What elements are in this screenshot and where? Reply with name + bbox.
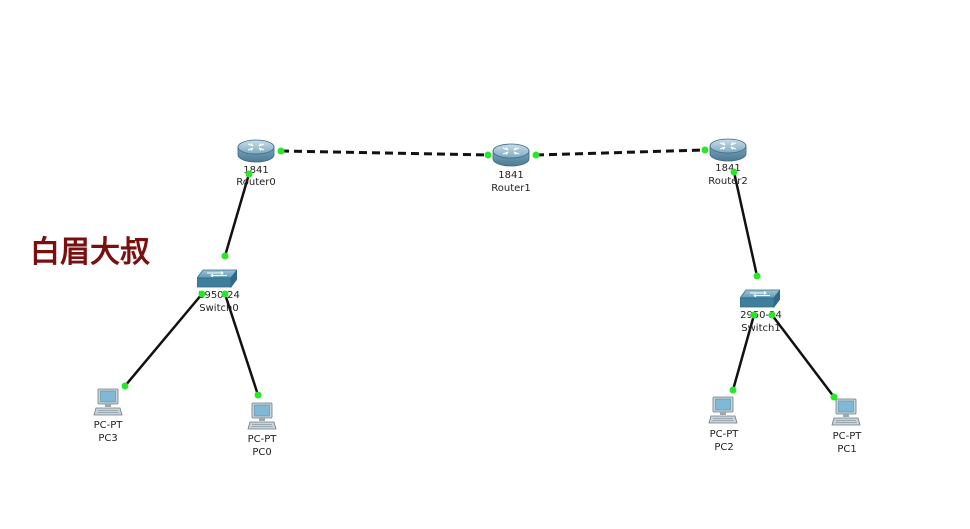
device-model: PC-PT <box>248 434 278 445</box>
watermark-text: 白眉大叔 <box>30 235 150 270</box>
device-switch0[interactable]: 2950-24 Switch0 <box>197 269 240 314</box>
device-router1[interactable]: 1841 Router1 <box>491 143 531 194</box>
device-name: PC3 <box>98 433 117 444</box>
switch-icon <box>740 289 780 308</box>
device-model: 1841 <box>498 170 523 181</box>
port-light <box>254 391 262 399</box>
link-switch1-pc2[interactable] <box>731 314 756 391</box>
pc-icon <box>708 396 738 424</box>
device-model: 2950-24 <box>198 290 240 301</box>
device-model: PC-PT <box>833 431 863 442</box>
device-pc1[interactable]: PC-PT PC1 <box>831 398 863 455</box>
device-name: Router0 <box>236 177 276 188</box>
link-switch1-pc1[interactable] <box>771 314 835 398</box>
switch-icon <box>197 269 237 288</box>
router-icon <box>492 143 530 167</box>
router-icon <box>709 138 747 162</box>
port-light <box>729 386 737 394</box>
port-light <box>221 252 229 260</box>
device-router0[interactable]: 1841 Router0 <box>236 139 276 188</box>
router-icon <box>237 139 275 163</box>
device-name: PC0 <box>252 447 271 458</box>
link-router0-router1[interactable] <box>280 149 489 157</box>
device-name: Router1 <box>491 183 531 194</box>
link-router2-switch1[interactable] <box>732 171 759 277</box>
device-model: 1841 <box>243 165 268 176</box>
port-light <box>753 272 761 280</box>
port-lights <box>121 146 838 401</box>
device-pc0[interactable]: PC-PT PC0 <box>247 402 278 458</box>
port-light <box>701 146 709 154</box>
device-model: 1841 <box>715 163 740 174</box>
links-layer <box>124 148 835 398</box>
port-light <box>121 382 129 390</box>
device-name: Router2 <box>708 176 748 187</box>
pc-icon <box>831 398 861 426</box>
link-switch0-pc3[interactable] <box>124 293 203 387</box>
port-light <box>484 151 492 159</box>
pc-icon <box>247 402 277 430</box>
port-light <box>830 393 838 401</box>
link-router0-switch0[interactable] <box>223 173 251 257</box>
device-name: PC1 <box>837 444 856 455</box>
port-light <box>768 311 776 319</box>
port-light <box>750 311 758 319</box>
pc-icon <box>93 388 123 416</box>
device-model: 2950-24 <box>740 310 782 321</box>
link-router1-router2[interactable] <box>535 148 706 157</box>
port-light <box>532 151 540 159</box>
link-switch0-pc0[interactable] <box>223 293 260 396</box>
device-model: PC-PT <box>94 420 124 431</box>
port-light <box>221 290 229 298</box>
device-pc2[interactable]: PC-PT PC2 <box>708 396 740 453</box>
port-light <box>277 147 285 155</box>
device-pc3[interactable]: PC-PT PC3 <box>93 388 124 444</box>
device-name: PC2 <box>714 442 733 453</box>
device-name: Switch0 <box>199 303 238 314</box>
device-model: PC-PT <box>710 429 740 440</box>
port-light <box>245 170 253 178</box>
device-name: Switch1 <box>741 323 780 334</box>
device-switch1[interactable]: 2950-24 Switch1 <box>740 289 782 334</box>
device-router2[interactable]: 1841 Router2 <box>708 138 748 187</box>
port-light <box>198 290 206 298</box>
port-light <box>730 168 738 176</box>
